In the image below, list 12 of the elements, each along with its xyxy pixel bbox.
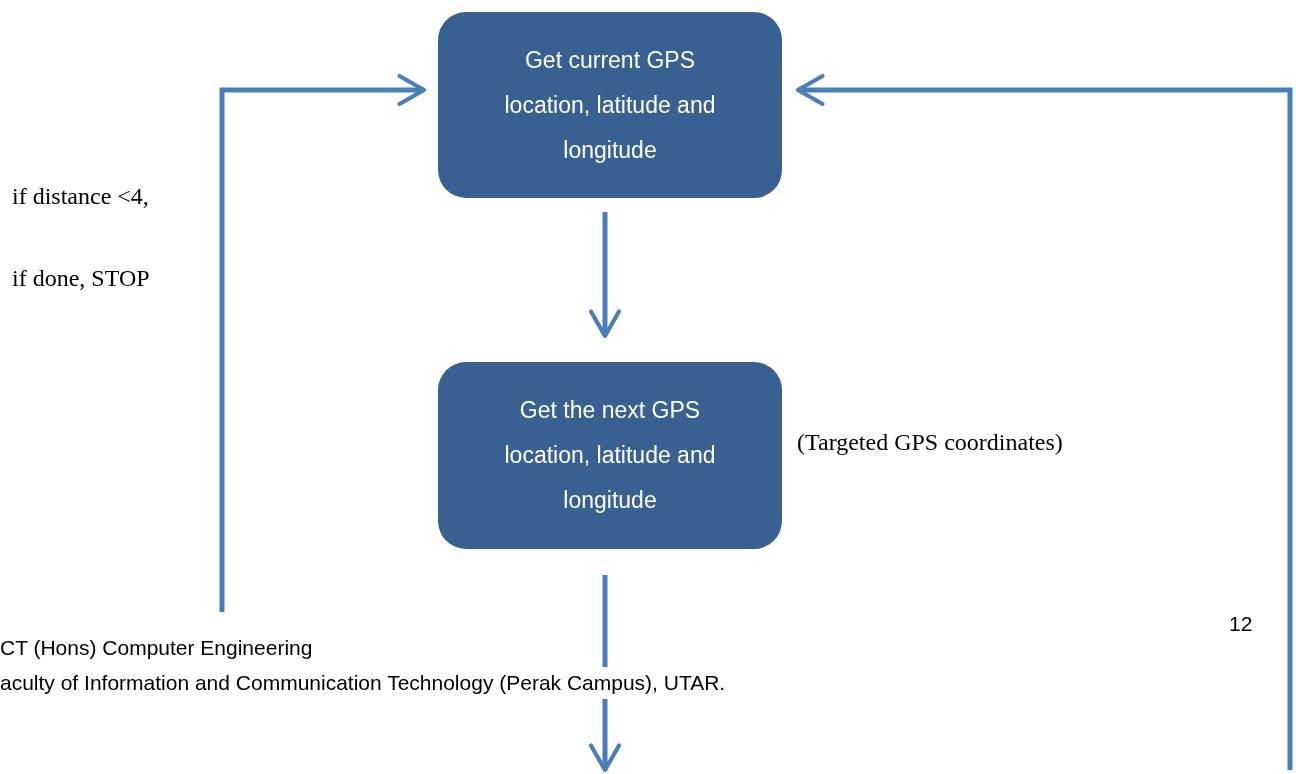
box-text: Get the next GPS location, latitude and longitude bbox=[503, 396, 717, 515]
footer-text: aculty of Information and Communication Technology (Perak Campus), UTAR. bbox=[0, 667, 726, 699]
annotation-text: (Targeted GPS coordinates) bbox=[797, 428, 1063, 457]
arrow bbox=[588, 212, 622, 339]
condition-note: if distance <4, bbox=[12, 182, 149, 211]
arrow bbox=[795, 73, 1293, 770]
footer-text: 12 bbox=[1229, 611, 1253, 637]
box-text: Get current GPS location, latitude and longitude bbox=[503, 45, 717, 165]
process-box bbox=[438, 362, 782, 549]
condition-note: if done, STOP bbox=[12, 264, 150, 293]
arrow bbox=[219, 73, 427, 612]
process-box bbox=[438, 12, 782, 198]
